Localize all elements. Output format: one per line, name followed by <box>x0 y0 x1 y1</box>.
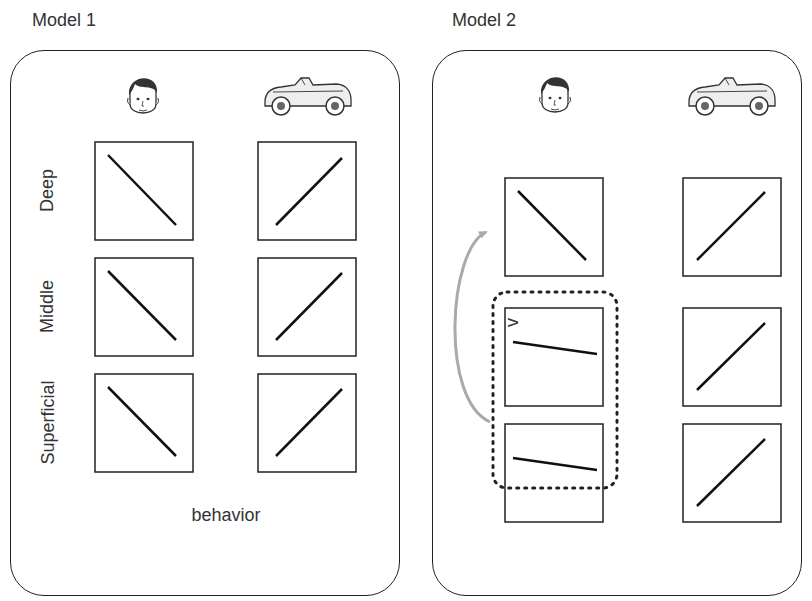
trend-lines <box>108 155 765 506</box>
layer-label: Superficial <box>37 380 58 464</box>
model-panel <box>432 50 802 596</box>
panel-heading: Model 2 <box>452 10 516 31</box>
layer-label: Middle <box>38 279 59 332</box>
dotted-group <box>493 292 617 488</box>
layer-label: Deep <box>38 168 59 211</box>
layer-label: v <box>502 318 523 327</box>
plot-frames <box>95 142 781 522</box>
axis-label: behavior <box>191 505 260 526</box>
curved-arrow <box>455 232 490 422</box>
panel-heading: Model 1 <box>32 10 96 31</box>
